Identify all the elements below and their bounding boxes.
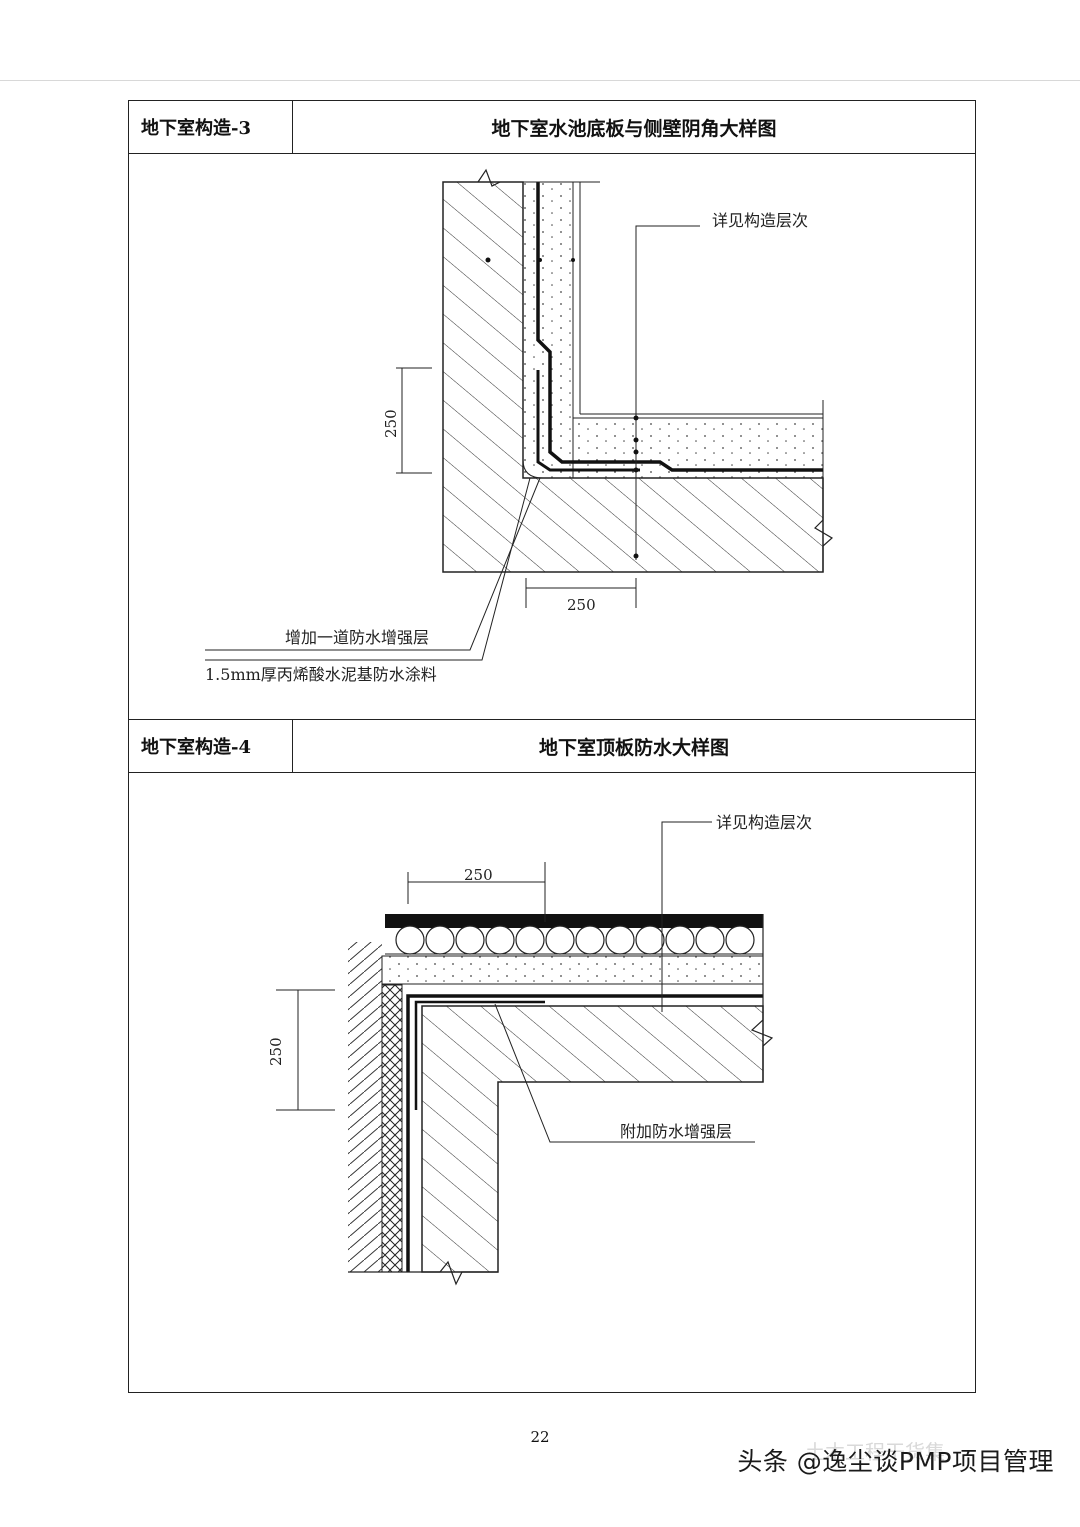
dim-vertical: 250 — [267, 1037, 285, 1066]
reinforce-note: 增加一道防水增强层 — [285, 628, 429, 647]
faint-watermark: 土木工程干货集 — [805, 1440, 945, 1464]
layers-note: 详见构造层次 — [716, 813, 812, 832]
drawing-roof-slab: 详见构造层次 250 250 附加防水增强层 — [267, 813, 812, 1286]
reinforce-note: 附加防水增强层 — [620, 1122, 732, 1141]
dim-vertical: 250 — [382, 409, 400, 438]
watermark: 头条 @逸尘谈PMP项目管理 — [737, 1447, 1054, 1476]
structural-concrete — [442, 181, 824, 573]
page-rule — [0, 80, 1080, 81]
waterproof-membrane — [536, 182, 823, 472]
dim-horizontal: 250 — [464, 866, 493, 884]
section-title: 地下室顶板防水大样图 — [538, 736, 729, 759]
section-title: 地下室水池底板与侧壁阴角大样图 — [491, 117, 777, 140]
section-header-3: 地下室构造-3 地下室水池底板与侧壁阴角大样图 — [129, 101, 975, 154]
section-code: 地下室构造-4 — [129, 720, 293, 772]
waterproof-membrane — [406, 994, 763, 1272]
dim-horizontal: 250 — [567, 596, 596, 614]
lining-layers — [572, 417, 824, 479]
drainage-board — [395, 925, 755, 955]
drawing-pool-corner: 详见构造层次 250 250 增加一道防水增强层 1.5mm厚丙烯酸水泥基防水涂… — [205, 168, 834, 684]
section-header-4: 地下室构造-4 地下室顶板防水大样图 — [129, 719, 975, 773]
layers-note: 详见构造层次 — [712, 211, 808, 230]
protection-board — [381, 984, 403, 1273]
backfill-soil — [348, 942, 382, 1272]
detail-sheet: 地下室构造-3 地下室水池底板与侧壁阴角大样图 地下室构造-4 地下室顶板防水大… — [128, 100, 976, 1393]
section-code: 地下室构造-3 — [129, 101, 293, 153]
reinforcement-layer — [536, 370, 640, 472]
lining-layers — [522, 181, 574, 479]
reinforcement-layer — [414, 1000, 545, 1110]
drainage-cover — [385, 914, 763, 928]
coating-note: 1.5mm厚丙烯酸水泥基防水涂料 — [205, 665, 437, 684]
page-number: 22 — [530, 1428, 550, 1446]
protective-layer — [381, 955, 764, 985]
